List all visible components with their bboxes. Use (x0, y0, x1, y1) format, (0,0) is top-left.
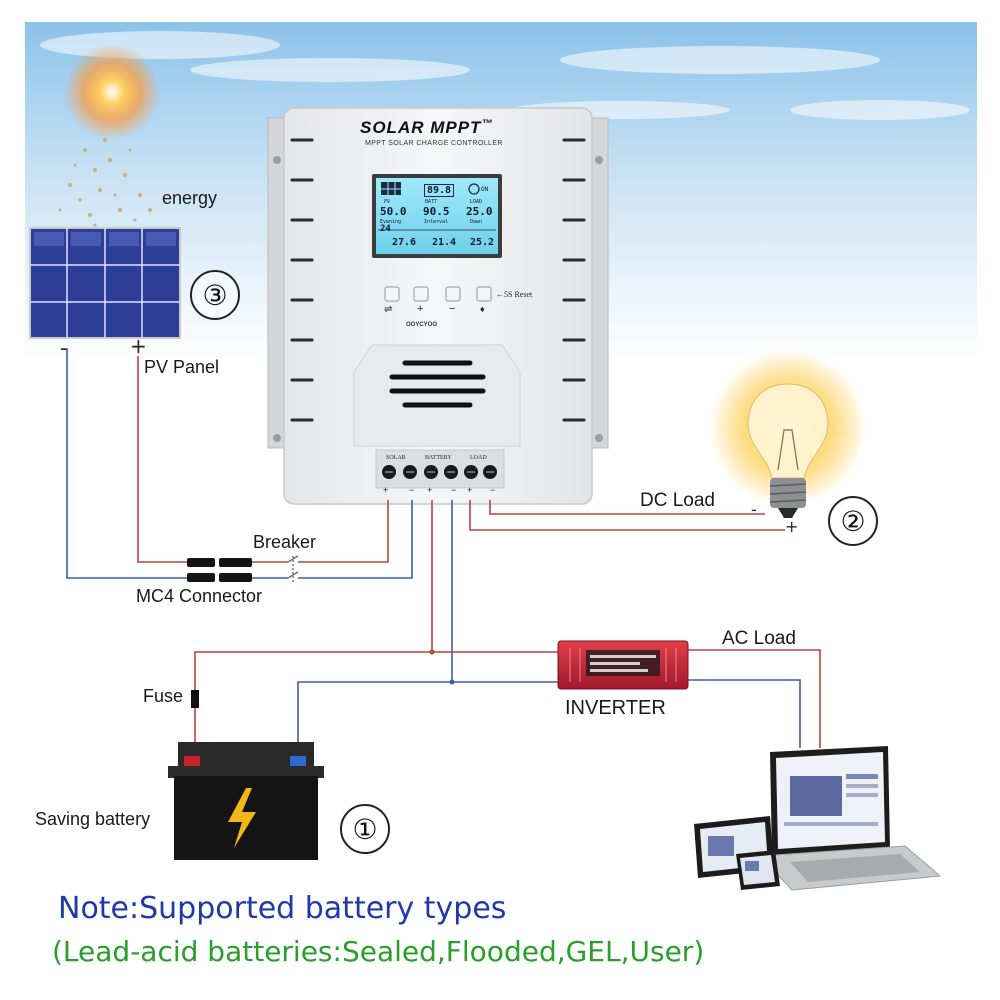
lcd-dawn-label: Dawn (470, 219, 483, 225)
terminal-sign-load-plus: + (467, 485, 473, 495)
pv-minus-sign: - (60, 336, 68, 360)
button-symbol-light: ♦ (480, 304, 485, 314)
lcd-evening-value: 24 (380, 224, 391, 234)
breaker-label: Breaker (253, 532, 317, 552)
sun-icon (64, 44, 160, 140)
fuse-label: Fuse (143, 686, 184, 706)
pv-plus-sign: + (130, 334, 147, 358)
inverter-label: INVERTER (565, 697, 666, 719)
phone-icon (736, 850, 780, 890)
lcd-bottom-2: 21.4 (432, 237, 457, 248)
inverter-icon (557, 640, 689, 690)
number-2-badge: ② (828, 496, 878, 546)
number-1-badge: ① (340, 804, 390, 854)
lcd-on-label: ON (481, 186, 489, 193)
terminal-sign-battery-plus: + (427, 485, 433, 495)
wire-junctions (429, 649, 455, 685)
controller-brand: SOLAR MPPT™ (360, 118, 493, 138)
lcd-bottom-3: 25.2 (470, 237, 495, 248)
battery-icon (168, 742, 324, 860)
trademark-text: ™ (481, 118, 494, 130)
breaker-icon (287, 555, 299, 584)
terminal-sign-solar-plus: + (383, 485, 389, 495)
lightning-icon (228, 788, 256, 848)
lcd-evening-label: Evening (380, 219, 402, 225)
energy-label: energy (162, 188, 218, 208)
button-symbol-plus: + (417, 303, 424, 315)
terminal-label-battery: BATTERY (425, 455, 452, 461)
button-symbol-mode: ⇌ (384, 304, 393, 315)
lcd-top-reading: 89.8 (424, 184, 455, 197)
mc4-connector-icon (187, 558, 252, 582)
reset-label: ←5S Reset (496, 290, 533, 299)
maker-label: OOYCYOO (406, 322, 438, 328)
terminal-screws (382, 465, 497, 479)
clouds (40, 31, 970, 120)
wiring (66, 348, 821, 748)
mc4-connector-label: MC4 Connector (136, 586, 263, 606)
terminal-label-load: LOAD (470, 455, 487, 461)
saving-battery-label: Saving battery (35, 809, 151, 829)
note-battery-types: (Lead-acid batteries:Sealed,Flooded,GEL,… (52, 935, 705, 968)
terminal-label-solar: SOLAR (386, 455, 406, 461)
dc-load-plus-sign: + (785, 517, 799, 536)
fuse-icon (191, 690, 199, 708)
lcd-batt-value: 90.5 (423, 205, 450, 218)
button-symbol-minus: − (449, 303, 456, 315)
lcd-bottom-1: 27.6 (392, 237, 417, 248)
number-3-badge: ③ (190, 270, 240, 320)
number-2-text: ② (840, 504, 866, 538)
brand-text: SOLAR MPPT (360, 118, 482, 137)
ac-load-label: AC Load (722, 628, 796, 649)
terminal-sign-solar-minus: − (409, 485, 415, 495)
controller-buttons (384, 286, 492, 302)
pv-panel-label: PV Panel (144, 357, 220, 377)
terminal-sign-battery-minus: − (451, 485, 457, 495)
lcd-pv-label: PV (384, 199, 391, 205)
lcd-panel-icon (378, 182, 496, 231)
number-3-text: ③ (202, 278, 228, 312)
note-title: Note:Supported battery types (58, 891, 507, 926)
laptop-icon (758, 746, 942, 891)
lcd-interval-label: Interval (424, 219, 449, 225)
lcd-load-label: LOAD (470, 199, 483, 205)
terminal-sign-load-minus: − (490, 485, 496, 495)
vent-slots (389, 360, 486, 408)
energy-particles (58, 138, 152, 227)
light-bulb-icon (710, 350, 866, 518)
controller-subtitle: MPPT SOLAR CHARGE CONTROLLER (365, 140, 503, 147)
number-1-text: ① (352, 812, 378, 846)
dc-load-label: DC Load (640, 490, 715, 511)
lcd-pv-value: 50.0 (380, 205, 407, 218)
lcd-load-value: 25.0 (466, 205, 493, 218)
dc-load-minus-sign: - (751, 500, 757, 519)
charge-controller (267, 107, 609, 505)
solar-panel-icon (29, 227, 181, 339)
lcd-batt-label: BATT (425, 199, 438, 205)
